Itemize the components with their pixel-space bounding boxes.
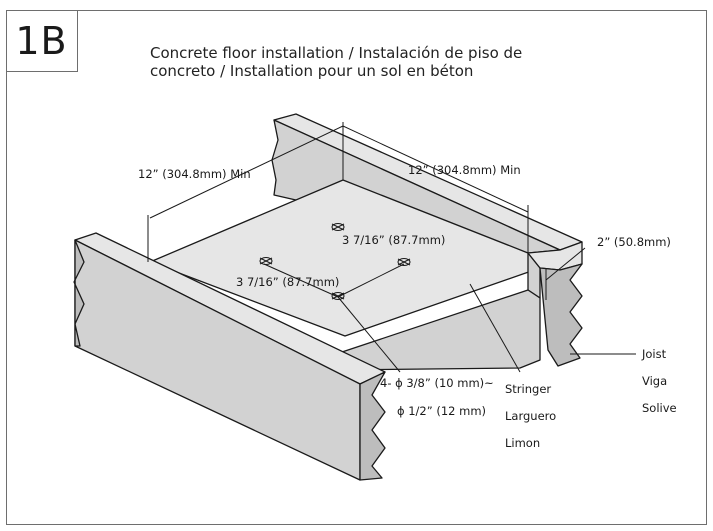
hole-mark	[397, 258, 411, 266]
dim-right-label: 12” (304.8mm) Min	[408, 163, 521, 177]
hole-mark	[259, 257, 273, 265]
stringer-label-es: Larguero	[505, 409, 556, 423]
hole-dim-line	[263, 263, 339, 298]
bolt-size-line-2: ϕ 1/2” (12 mm)	[397, 404, 486, 418]
bolt-size-line-1: 4- ϕ 3/8” (10 mm)~	[380, 376, 494, 390]
title-line-2: concreto / Installation pour un sol en b…	[150, 62, 474, 80]
hole-mark	[331, 223, 345, 231]
step-number: 1B	[6, 10, 78, 72]
stringer-label-en: Stringer	[505, 382, 551, 396]
dim-2in-leader	[545, 247, 586, 281]
front-joist-end	[359, 371, 386, 481]
joist-label-es: Viga	[642, 374, 667, 388]
dim-left-label: 12” (304.8mm) Min	[138, 167, 251, 181]
stringer-label-fr: Limon	[505, 436, 540, 450]
right-joist-end	[539, 263, 583, 367]
stringer-leader	[469, 283, 521, 373]
bolt-leader	[337, 296, 401, 373]
title-line-1: Concrete floor installation / Instalació…	[150, 44, 523, 62]
front-joist-left-cut	[73, 239, 85, 347]
hole-spacing-label-b: 3 7/16” (87.7mm)	[236, 275, 339, 289]
dim-right-line	[342, 125, 529, 213]
joist-label-en: Joist	[641, 347, 667, 361]
diagram-frame	[6, 10, 707, 525]
joist-label-fr: Solive	[642, 401, 677, 415]
hole-mark	[331, 292, 345, 300]
dim-left-line	[149, 125, 344, 219]
hole-dim-line-2	[337, 263, 405, 298]
edge-offset-label: 2” (50.8mm)	[597, 235, 671, 249]
diagram-title: Concrete floor installation / Instalació…	[150, 44, 590, 80]
hole-spacing-label-a: 3 7/16” (87.7mm)	[342, 233, 445, 247]
